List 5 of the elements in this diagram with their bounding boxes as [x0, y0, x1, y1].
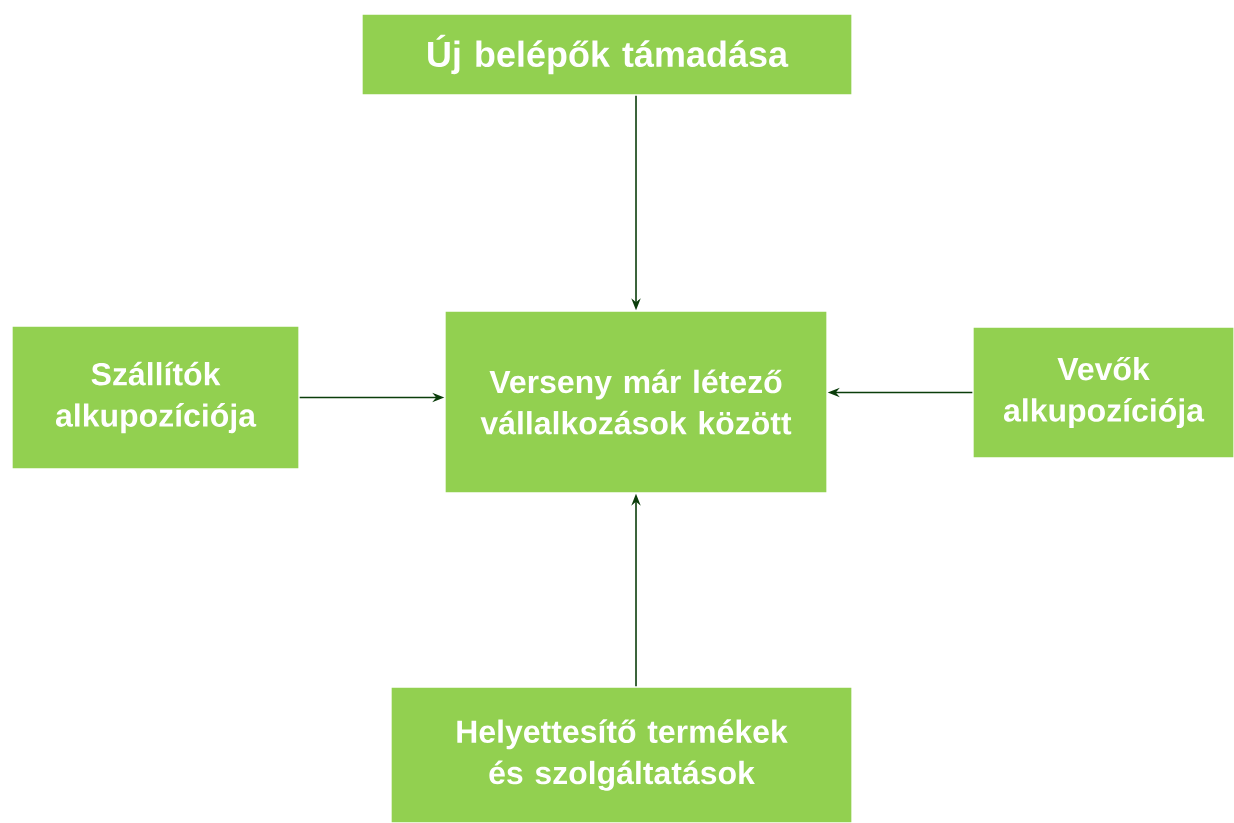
process-box: Verseny már létező vállalkozások között — [444, 310, 828, 494]
process-box: Szállítók alkupozíciója — [11, 325, 300, 470]
process-box: Helyettesítő termékek és szolgáltatások — [390, 686, 853, 823]
process-box: Vevők alkupozíciója — [972, 326, 1234, 459]
process-box: Új belépők támadása — [361, 13, 853, 96]
